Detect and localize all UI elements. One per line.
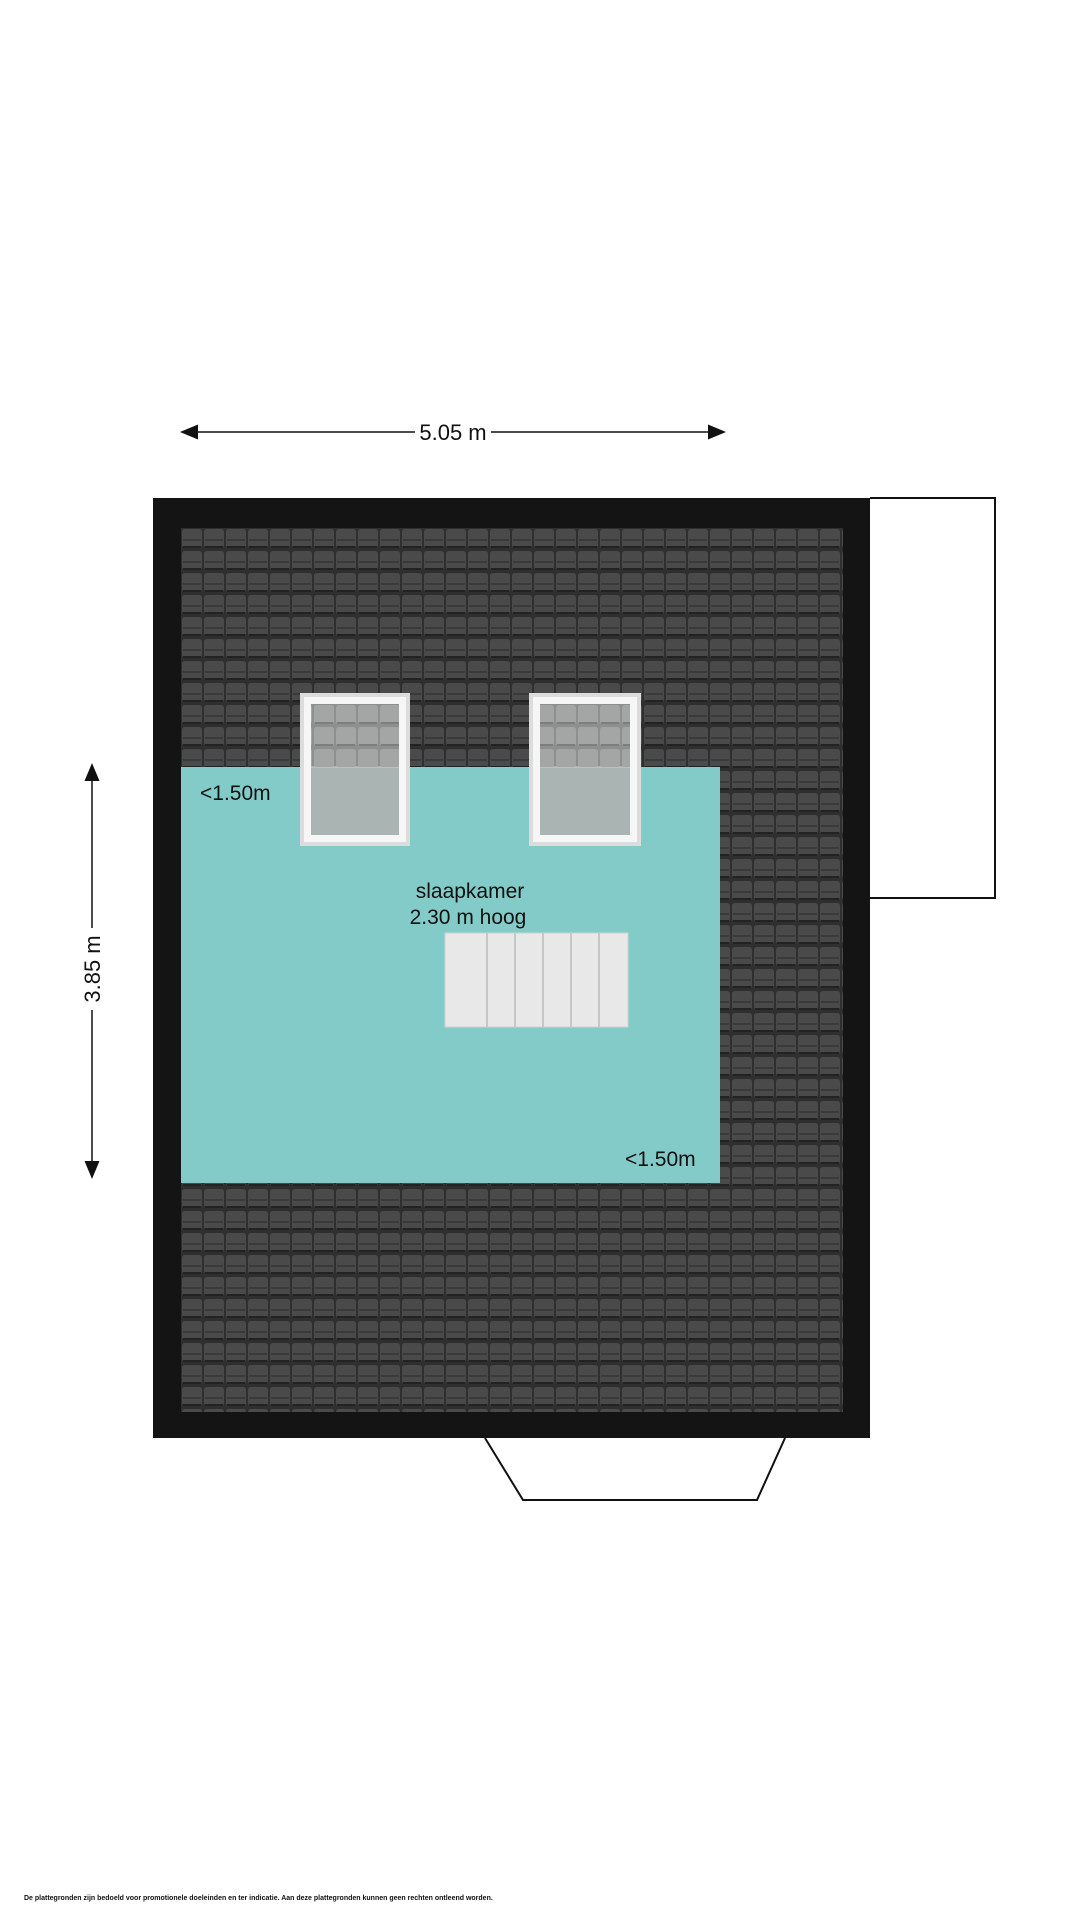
room-height: 2.30 m hoog (410, 906, 527, 929)
width-label: 5.05 m (419, 420, 486, 445)
width-dimension: 5.05 m (180, 420, 726, 445)
depth-dimension: 3.85 m (80, 763, 105, 1179)
room-name: slaapkamer (416, 880, 525, 903)
depth-label: 3.85 m (80, 935, 105, 1002)
bay-outline (484, 1437, 786, 1501)
height-note-right: <1.50m (625, 1148, 696, 1171)
disclaimer: De plattegronden zijn bedoeld voor promo… (24, 1895, 493, 1902)
height-note-left: <1.50m (200, 782, 271, 805)
skylight-right (529, 693, 641, 846)
stair-icon (444, 932, 629, 1028)
extension-outline (870, 497, 996, 899)
skylight-left (300, 693, 410, 846)
